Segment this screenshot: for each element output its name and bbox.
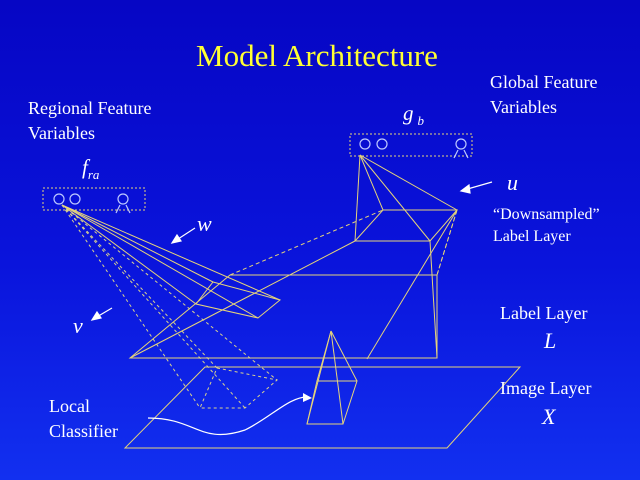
symbol-v: v [73,313,83,338]
downsampled-label-line2: Label Layer [493,228,571,245]
local-classifier-pyramid [306,330,358,425]
label-layer-plane [128,274,438,359]
local-classifier-label-line1: Local [49,396,90,416]
regional-feature-label-line2: Variables [28,123,95,143]
global-feature-label-line1: Global Feature [490,72,598,92]
arrow-v [90,307,113,321]
image-layer-plane [123,366,522,449]
local-classifier-curve [147,396,309,436]
global-feature-label-line2: Variables [490,97,557,117]
label-to-downsampled-connections [229,209,458,276]
downsampled-label-line1: “Downsampled” [493,206,600,223]
global-feature-connections [354,154,458,242]
regional-feature-label-line1: Regional Feature [28,98,152,118]
global-feature-box [349,133,473,157]
label-to-downsampled-solid [129,240,438,359]
symbol-w: w [197,211,212,236]
arrow-w [170,227,196,244]
global-unit [376,138,388,150]
global-unit [455,138,467,150]
regional-feature-connections-w [61,204,282,319]
regional-feature-box [42,187,146,211]
downsampled-label-layer-plane [353,209,459,242]
local-classifier-arrowhead [303,393,312,402]
image-layer-label: Image Layer [500,378,592,398]
global-unit [359,138,371,150]
symbol-f-ra: fra [82,155,100,183]
regional-unit [117,193,129,205]
label-layer-label: Label Layer [500,303,588,323]
symbol-u: u [507,170,518,195]
regional-feature-connections-v [61,204,279,409]
image-to-downsampled-connection [366,209,458,360]
local-classifier-label-line2: Classifier [49,421,118,441]
symbol-L: L [544,328,557,353]
arrow-u [459,181,493,194]
slide-title: Model Architecture [196,38,438,73]
symbol-X: X [542,404,556,429]
regional-unit [53,193,65,205]
regional-unit [69,193,81,205]
